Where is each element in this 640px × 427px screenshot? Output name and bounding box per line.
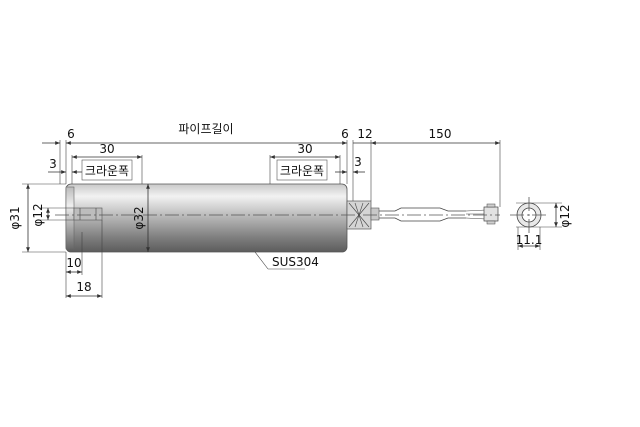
dim-30-right: 30	[297, 142, 312, 156]
dim-3-left: 3	[49, 157, 57, 171]
material-label: SUS304	[272, 255, 319, 269]
crown-box-left	[81, 159, 133, 181]
dim-3-right: 3	[354, 155, 362, 169]
crown-width-left-label: 크라운폭	[85, 164, 129, 178]
shaft-stub	[73, 207, 103, 221]
dim-150: 150	[429, 127, 452, 141]
extension-lines	[22, 140, 562, 298]
dim-11-1: 11.1	[516, 233, 543, 247]
dim-phi12-shaft: φ12	[31, 203, 45, 226]
pipe-length-label: 파이프길이	[178, 122, 233, 136]
dim-12: 12	[357, 127, 372, 141]
roller-body	[65, 183, 348, 253]
dimension-lines	[26, 141, 558, 298]
dim-6-left: 6	[67, 127, 75, 141]
crown-width-right-label: 크라운폭	[280, 164, 324, 178]
end-view	[510, 197, 548, 233]
dimension-labels: 파이프길이 6 30 3 크라운폭 30 크라운폭 6 12 3 150 φ31…	[8, 122, 572, 294]
cable	[379, 207, 487, 222]
crown-box-right	[276, 159, 328, 181]
dim-18: 18	[76, 280, 91, 294]
cable-plug	[483, 203, 499, 225]
dim-6-right: 6	[341, 127, 349, 141]
dim-phi12-end: φ12	[558, 204, 572, 227]
dim-phi31: φ31	[8, 206, 22, 229]
dim-10: 10	[66, 256, 81, 270]
dim-phi32: φ32	[132, 206, 146, 229]
dim-30-left: 30	[99, 142, 114, 156]
